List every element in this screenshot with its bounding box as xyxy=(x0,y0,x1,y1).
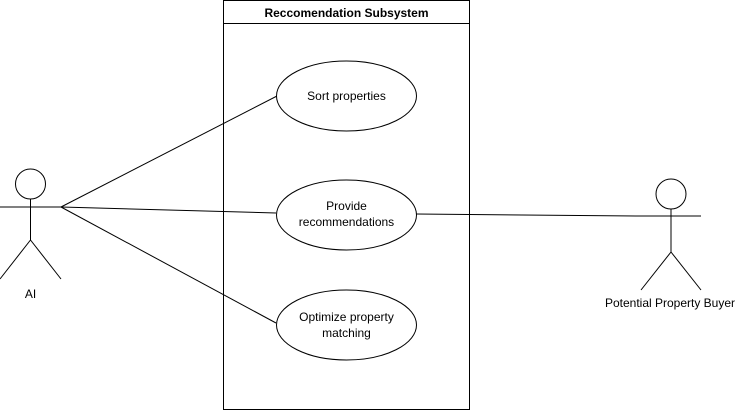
use-case-sort-properties: Sort properties xyxy=(276,60,417,132)
stick-figure-icon xyxy=(640,178,702,291)
actor-buyer-head xyxy=(655,178,687,210)
use-case-optimize-matching: Optimize property matching xyxy=(276,289,417,361)
use-case-provide-recommendations: Provide recommendations xyxy=(276,179,417,251)
association-ai-optimize xyxy=(60,206,277,324)
actor-ai-left-leg xyxy=(0,239,31,280)
association-buyer-recommend xyxy=(415,213,643,217)
associations xyxy=(60,95,643,324)
actor-buyer-right-leg xyxy=(670,251,702,291)
system-boundary-box xyxy=(223,0,470,410)
actor-ai-head xyxy=(15,168,46,200)
use-case-optimize-label-line2: matching xyxy=(322,326,371,340)
use-case-optimize-ellipse xyxy=(276,289,417,361)
actor-ai-right-leg xyxy=(30,239,62,280)
stick-figure-icon xyxy=(0,168,62,280)
use-case-sort-ellipse xyxy=(276,60,417,132)
actor-ai-label: AI xyxy=(25,287,36,301)
system-boundary: Reccomendation Subsystem xyxy=(223,0,470,410)
actor-buyer-left-leg xyxy=(640,251,672,291)
use-case-recommend-ellipse xyxy=(276,179,417,251)
use-case-recommend-label-line1: Provide xyxy=(326,199,367,213)
system-title: Reccomendation Subsystem xyxy=(264,6,428,20)
use-case-optimize-label-line1: Optimize property xyxy=(299,310,394,324)
actor-ai: AI xyxy=(0,168,62,301)
association-ai-recommend xyxy=(60,206,277,214)
use-case-recommend-label-line2: recommendations xyxy=(299,215,394,229)
association-ai-sort xyxy=(60,95,278,208)
actor-buyer: Potential Property Buyer xyxy=(605,178,735,310)
actor-buyer-label: Potential Property Buyer xyxy=(605,296,735,310)
use-case-sort-label: Sort properties xyxy=(307,89,386,103)
